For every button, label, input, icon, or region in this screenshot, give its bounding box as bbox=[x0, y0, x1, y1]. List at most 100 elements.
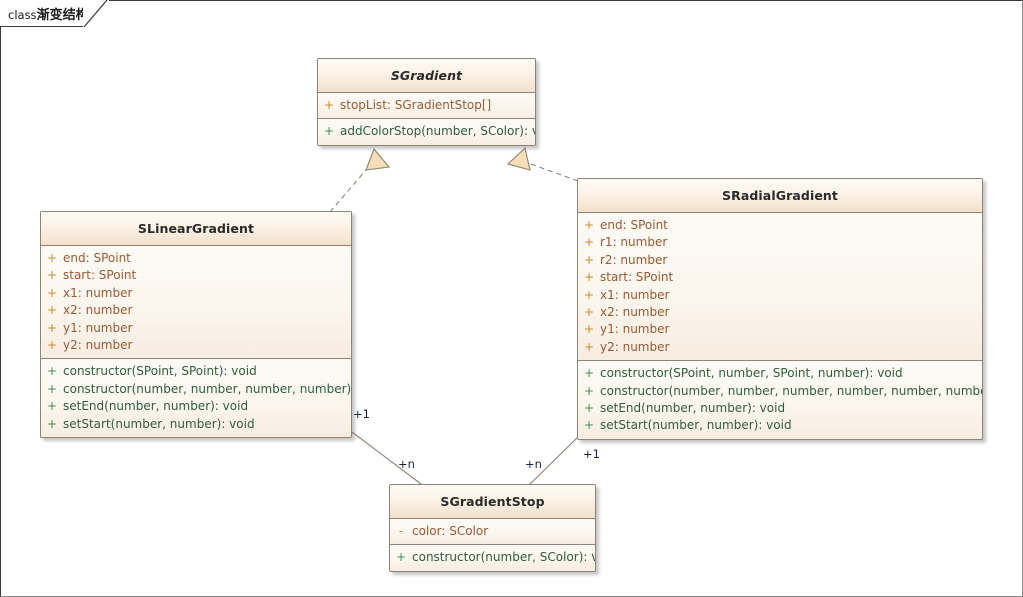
attribute-label: end: SPoint bbox=[600, 218, 668, 232]
generalization-radial-to-gradient bbox=[506, 146, 579, 182]
operation-label: setStart(number, number): void bbox=[600, 418, 792, 433]
operations-compartment-slineargradient: + constructor(SPoint, SPoint): void + co… bbox=[41, 359, 351, 438]
attribute-row[interactable]: + x1: number bbox=[578, 287, 982, 304]
operations-compartment-sgradient: + addColorStop(number, SColor): void bbox=[318, 119, 535, 145]
operation-row[interactable]: + setStart(number, number): void bbox=[578, 417, 982, 434]
operation-row[interactable]: + constructor(SPoint, number, SPoint, nu… bbox=[578, 365, 982, 382]
attribute-row[interactable]: + y1: number bbox=[41, 320, 351, 337]
multiplicity-stop-n-left: +n bbox=[398, 457, 415, 471]
class-name-sradialgradient: SRadialGradient bbox=[578, 179, 982, 213]
diagram-frame-tab-label: class渐变结构 bbox=[8, 4, 89, 23]
attributes-compartment-sgradientstop: - color: SColor bbox=[390, 519, 595, 546]
class-box-slineargradient[interactable]: SLinearGradient + end: SPoint + start: S… bbox=[40, 211, 352, 439]
attribute-label: start: SPoint bbox=[63, 268, 137, 283]
visibility-marker: + bbox=[583, 252, 595, 267]
attribute-row[interactable]: - color: SColor bbox=[390, 523, 595, 540]
operation-label: constructor(SPoint, SPoint): void bbox=[63, 364, 257, 379]
visibility-marker: + bbox=[583, 366, 595, 381]
attributes-compartment-sradialgradient: + end: SPoint + r1: number + r2: number … bbox=[578, 213, 982, 362]
visibility-marker: + bbox=[46, 268, 58, 283]
operation-row[interactable]: + setStart(number, number): void bbox=[41, 416, 351, 433]
attribute-row[interactable]: + x2: number bbox=[578, 304, 982, 321]
class-name-sgradientstop: SGradientStop bbox=[390, 485, 595, 519]
visibility-marker: + bbox=[46, 251, 58, 265]
class-name-sgradient: SGradient bbox=[318, 59, 535, 93]
attribute-label: r1: number bbox=[600, 235, 668, 250]
visibility-marker: + bbox=[46, 381, 58, 396]
attributes-compartment-slineargradient: + end: SPoint + start: SPoint + x1: numb… bbox=[41, 246, 351, 360]
generalization-linear-to-gradient bbox=[329, 147, 391, 213]
visibility-marker: + bbox=[583, 401, 595, 416]
operation-row[interactable]: + constructor(number, number, number, nu… bbox=[41, 381, 351, 398]
attributes-compartment-sgradient: + stopList: SGradientStop[] bbox=[318, 93, 535, 120]
visibility-marker: + bbox=[323, 98, 335, 112]
visibility-marker: + bbox=[46, 320, 58, 335]
operations-compartment-sgradientstop: + constructor(number, SColor): void bbox=[390, 545, 595, 571]
generalization-line-radial bbox=[527, 162, 579, 182]
visibility-marker: + bbox=[583, 287, 595, 302]
generalization-arrowhead-linear bbox=[365, 147, 391, 171]
operation-label: constructor(number, number, number, numb… bbox=[63, 381, 352, 396]
attribute-label: x2: number bbox=[63, 303, 133, 318]
visibility-marker: + bbox=[583, 305, 595, 320]
generalization-arrowhead-radial bbox=[506, 146, 531, 171]
attribute-row[interactable]: + x2: number bbox=[41, 302, 351, 319]
attribute-row[interactable]: + start: SPoint bbox=[578, 269, 982, 286]
association-radial-to-stop bbox=[526, 436, 579, 488]
operation-label: setStart(number, number): void bbox=[63, 416, 255, 431]
visibility-marker: + bbox=[46, 399, 58, 414]
visibility-marker: + bbox=[46, 364, 58, 379]
generalization-line-linear bbox=[329, 162, 373, 213]
visibility-marker: - bbox=[398, 524, 404, 538]
visibility-marker: + bbox=[395, 550, 407, 565]
operation-label: addColorStop(number, SColor): void bbox=[340, 124, 536, 139]
visibility-marker: + bbox=[583, 270, 595, 285]
attribute-row[interactable]: + y2: number bbox=[41, 337, 351, 354]
operation-row[interactable]: + constructor(SPoint, SPoint): void bbox=[41, 363, 351, 380]
operation-row[interactable]: + addColorStop(number, SColor): void bbox=[318, 123, 535, 140]
visibility-marker: + bbox=[583, 235, 595, 250]
operation-label: setEnd(number, number): void bbox=[63, 399, 249, 414]
class-box-sradialgradient[interactable]: SRadialGradient + end: SPoint + r1: numb… bbox=[577, 178, 983, 440]
visibility-marker: + bbox=[46, 285, 58, 300]
class-box-sgradientstop[interactable]: SGradientStop - color: SColor + construc… bbox=[389, 484, 596, 572]
attribute-row[interactable]: + y2: number bbox=[578, 339, 982, 356]
attribute-row[interactable]: + end: SPoint bbox=[41, 250, 351, 267]
multiplicity-linear-one: +1 bbox=[353, 407, 370, 421]
attribute-row[interactable]: + x1: number bbox=[41, 285, 351, 302]
visibility-marker: + bbox=[46, 338, 58, 353]
attribute-row[interactable]: + y1: number bbox=[578, 321, 982, 338]
frame-keyword: class bbox=[8, 8, 37, 22]
attribute-row[interactable]: + start: SPoint bbox=[41, 267, 351, 284]
operation-row[interactable]: + constructor(number, number, number, nu… bbox=[578, 383, 982, 400]
attribute-label: color: SColor bbox=[412, 524, 489, 538]
attribute-label: y1: number bbox=[600, 322, 670, 337]
attribute-label: y2: number bbox=[600, 339, 670, 354]
attribute-row[interactable]: + end: SPoint bbox=[578, 217, 982, 234]
operation-label: setEnd(number, number): void bbox=[600, 401, 786, 416]
operation-row[interactable]: + setEnd(number, number): void bbox=[41, 398, 351, 415]
operation-row[interactable]: + constructor(number, SColor): void bbox=[390, 549, 595, 566]
visibility-marker: + bbox=[323, 124, 335, 139]
attribute-label: y2: number bbox=[63, 338, 133, 353]
association-linear-to-stop bbox=[351, 431, 426, 488]
attribute-label: y1: number bbox=[63, 320, 133, 335]
operations-compartment-sradialgradient: + constructor(SPoint, number, SPoint, nu… bbox=[578, 361, 982, 439]
visibility-marker: + bbox=[583, 418, 595, 433]
attribute-row[interactable]: + stopList: SGradientStop[] bbox=[318, 97, 535, 114]
attribute-label: x2: number bbox=[600, 305, 670, 320]
operation-row[interactable]: + setEnd(number, number): void bbox=[578, 400, 982, 417]
attribute-label: start: SPoint bbox=[600, 270, 674, 285]
class-box-sgradient[interactable]: SGradient + stopList: SGradientStop[] + … bbox=[317, 58, 536, 146]
class-name-slineargradient: SLinearGradient bbox=[41, 212, 351, 246]
attribute-row[interactable]: + r1: number bbox=[578, 234, 982, 251]
multiplicity-radial-one: +1 bbox=[583, 447, 600, 461]
visibility-marker: + bbox=[583, 218, 595, 232]
visibility-marker: + bbox=[46, 416, 58, 431]
attribute-label: x1: number bbox=[600, 287, 670, 302]
attribute-row[interactable]: + r2: number bbox=[578, 252, 982, 269]
multiplicity-stop-n-right: +n bbox=[525, 457, 542, 471]
visibility-marker: + bbox=[583, 383, 595, 398]
visibility-marker: + bbox=[583, 339, 595, 354]
